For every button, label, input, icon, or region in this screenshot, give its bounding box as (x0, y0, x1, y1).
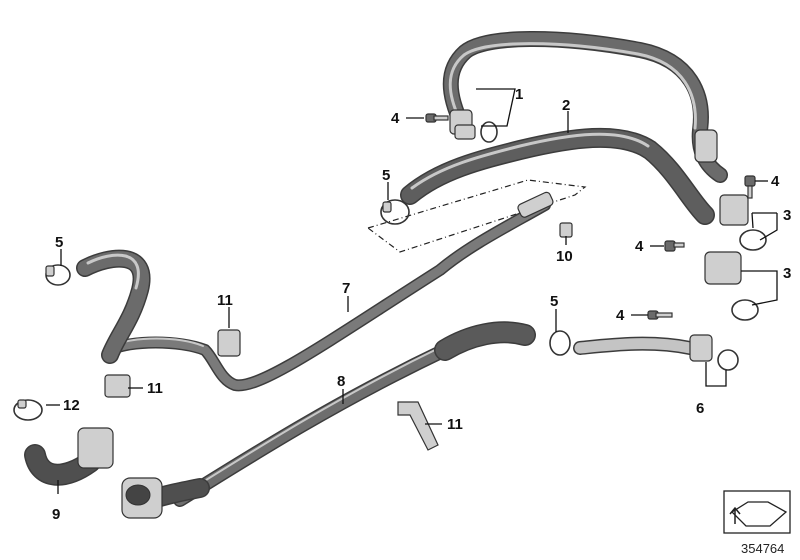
callout-6: 6 (696, 362, 727, 417)
callout-12: 12 (46, 397, 80, 414)
reference-number: 354764 (741, 541, 784, 556)
o-ring-1 (480, 121, 498, 143)
bolt-4b (744, 175, 756, 199)
hose-part-6 (549, 330, 739, 371)
connector-part-1 (449, 109, 498, 143)
o-ring-3a (739, 229, 767, 251)
callout-2: 2 (562, 97, 570, 133)
callout-10: 10 (556, 236, 573, 265)
clamp-5-left (45, 264, 71, 286)
clip-part-11-lower (397, 401, 439, 451)
clip-part-11-left (104, 374, 131, 398)
o-ring-6 (717, 349, 739, 371)
connector-part-8-end (121, 477, 163, 519)
svg-text:6: 6 (696, 400, 704, 417)
svg-text:5: 5 (55, 234, 63, 251)
svg-text:3: 3 (783, 265, 791, 282)
connector-part-6 (689, 334, 713, 362)
svg-text:4: 4 (635, 238, 644, 255)
svg-text:10: 10 (556, 248, 573, 265)
clamp-5-right (549, 330, 571, 356)
dashed-group-outline (366, 179, 587, 253)
pipe-part-7 (104, 199, 551, 392)
svg-text:9: 9 (52, 506, 60, 523)
connector-part-3-upper (694, 129, 767, 251)
callout-4c: 4 (635, 238, 664, 255)
hose-part-8 (140, 321, 536, 510)
clamp-5-middle (380, 199, 410, 225)
callout-11c: 11 (425, 416, 463, 433)
callout-9: 9 (52, 480, 60, 523)
callout-5c: 5 (550, 293, 558, 332)
hose-part-5-left (76, 249, 151, 364)
callout-3a: 3 (751, 207, 791, 241)
svg-text:7: 7 (342, 280, 350, 297)
direction-arrow-icon (723, 490, 791, 534)
callout-5a: 5 (382, 167, 390, 200)
callout-4d: 4 (616, 307, 648, 324)
clamp-part-12 (13, 399, 43, 421)
svg-text:5: 5 (550, 293, 558, 310)
hose-part-9 (24, 427, 114, 486)
callout-4b: 4 (755, 173, 780, 190)
svg-text:4: 4 (391, 110, 400, 127)
bolt-4c (664, 240, 685, 252)
callout-5b: 5 (55, 234, 63, 266)
svg-text:3: 3 (783, 207, 791, 224)
svg-text:2: 2 (562, 97, 570, 114)
svg-text:5: 5 (382, 167, 390, 184)
o-ring-3b (731, 299, 759, 321)
bolt-4a (425, 113, 449, 123)
callout-4a: 4 (391, 110, 424, 127)
svg-text:4: 4 (771, 173, 780, 190)
bolt-4d (647, 310, 673, 320)
svg-text:11: 11 (147, 380, 163, 397)
clip-part-11-upper (217, 329, 241, 357)
svg-text:1: 1 (515, 86, 523, 103)
svg-text:11: 11 (217, 292, 233, 309)
callout-11a: 11 (217, 292, 233, 328)
connector-part-3-lower (704, 251, 759, 321)
callout-8: 8 (337, 373, 345, 404)
callout-3b: 3 (741, 265, 791, 306)
svg-text:12: 12 (63, 397, 80, 414)
pipe-7-connector (517, 191, 554, 218)
svg-text:11: 11 (447, 416, 463, 433)
callout-7: 7 (342, 280, 350, 312)
hose-part-2 (400, 127, 715, 225)
callout-1: 1 (476, 86, 523, 127)
connector-part-9 (77, 427, 114, 469)
svg-text:8: 8 (337, 373, 345, 390)
callout-11b: 11 (128, 380, 163, 397)
valve-part-10 (559, 222, 573, 238)
svg-text:4: 4 (616, 307, 625, 324)
